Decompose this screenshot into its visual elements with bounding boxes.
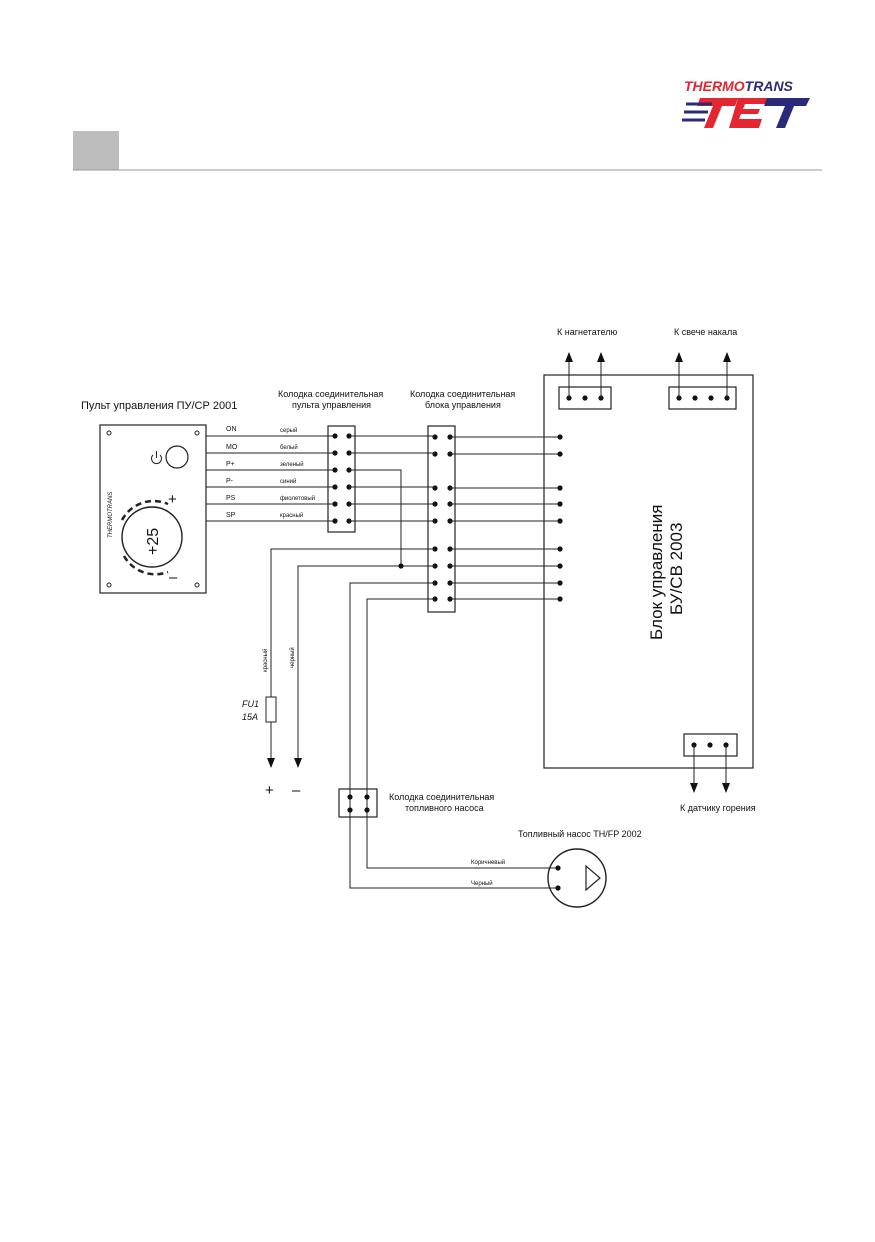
block-connector <box>427 425 456 613</box>
arrow-up-icon <box>723 352 731 362</box>
fuse-name: FU1 <box>242 699 259 709</box>
power-button-icon <box>165 445 189 469</box>
glow-plug-connector <box>668 386 737 410</box>
wire-signal-label: MO <box>226 444 238 451</box>
panel-connector-title-line2: пульта управления <box>292 400 371 410</box>
fuse-icon <box>265 696 277 723</box>
blower-connector <box>558 386 612 410</box>
arrow-down-icon <box>722 783 730 793</box>
wire-signal-label: SP <box>226 512 236 519</box>
pump-wire-black-label: Черный <box>471 880 493 887</box>
harness-wires <box>270 435 560 889</box>
junction-dot <box>398 563 404 569</box>
panel-connector-pins <box>332 433 352 524</box>
wire-signal-label: ON <box>226 426 237 433</box>
control-panel-title: Пульт управления ПУ/СР 2001 <box>81 400 237 412</box>
pump-connector-title-line1: Колодка соединительная <box>389 792 494 802</box>
pump-direction-icon <box>585 864 601 892</box>
pump-connector <box>338 788 378 818</box>
flame-sensor-connector <box>683 733 738 757</box>
wire-color-label: синий <box>280 478 296 485</box>
logo-text-thermo: THERMOTRANS <box>684 78 794 94</box>
power-icon <box>151 451 162 464</box>
logo-mark-icon <box>682 98 810 128</box>
temperature-knob <box>121 506 183 568</box>
minus-sign: – <box>169 569 178 586</box>
wire-signal-label: P- <box>226 478 234 485</box>
wire-color-label: фиолетовый <box>280 495 315 502</box>
section-marker <box>73 131 119 170</box>
wire-color-label: зеленый <box>280 461 304 468</box>
arrow-down-icon <box>294 758 302 768</box>
wire-signal-label: PS <box>226 495 236 502</box>
panel-wires <box>206 435 334 522</box>
control-unit-pins <box>557 434 563 602</box>
fuse-rating: 15A <box>242 712 258 722</box>
panel-connector-title-line1: Колодка соединительная <box>278 389 383 399</box>
control-unit-title-line1: Блок управления <box>647 505 666 640</box>
panel-connector <box>327 425 356 533</box>
fuel-pump-icon <box>547 848 607 908</box>
arrow-down-icon <box>267 758 275 768</box>
power-wire-red-label: красный <box>262 649 269 672</box>
brand-logo: THERMOTRANS <box>682 78 810 128</box>
flame-sensor-label: К датчику горения <box>680 803 756 813</box>
fuel-pump-title: Топливный насос ТН/FP 2002 <box>518 829 642 839</box>
control-unit-title-line2: БУ/СВ 2003 <box>667 523 686 615</box>
power-wire-black-label: черный <box>289 647 296 668</box>
panel-brand-vertical: THERMOTRANS <box>108 492 114 538</box>
wire-color-labels: серый белый зеленый синий фиолетовый кра… <box>280 427 315 519</box>
pump-wire-brown-label: Коричневый <box>471 859 505 866</box>
glow-plug-label: К свече накала <box>674 327 737 337</box>
block-connector-title-line1: Колодка соединительная <box>410 389 515 399</box>
wire-signal-label: P+ <box>226 461 235 468</box>
arrow-up-icon <box>675 352 683 362</box>
blower-label: К нагнетателю <box>557 327 617 337</box>
control-panel: THERMOTRANS +25 + – <box>99 424 207 594</box>
plus-sign: + <box>168 491 177 508</box>
arrow-up-icon <box>565 352 573 362</box>
arrow-up-icon <box>597 352 605 362</box>
wire-color-label: серый <box>280 427 297 434</box>
wire-color-label: белый <box>280 444 298 451</box>
wire-signal-labels: ON MO P+ P- PS SP <box>226 426 238 519</box>
arrow-down-icon <box>690 783 698 793</box>
terminal-minus: – <box>292 782 301 799</box>
wire-color-label: красный <box>280 512 303 519</box>
pump-connector-title-line2: топливного насоса <box>405 803 484 813</box>
block-connector-title-line2: блока управления <box>425 400 501 410</box>
block-connector-pins <box>432 434 453 602</box>
terminal-plus: + <box>265 782 274 799</box>
temperature-display: +25 <box>145 528 162 555</box>
control-unit-box <box>543 374 754 769</box>
